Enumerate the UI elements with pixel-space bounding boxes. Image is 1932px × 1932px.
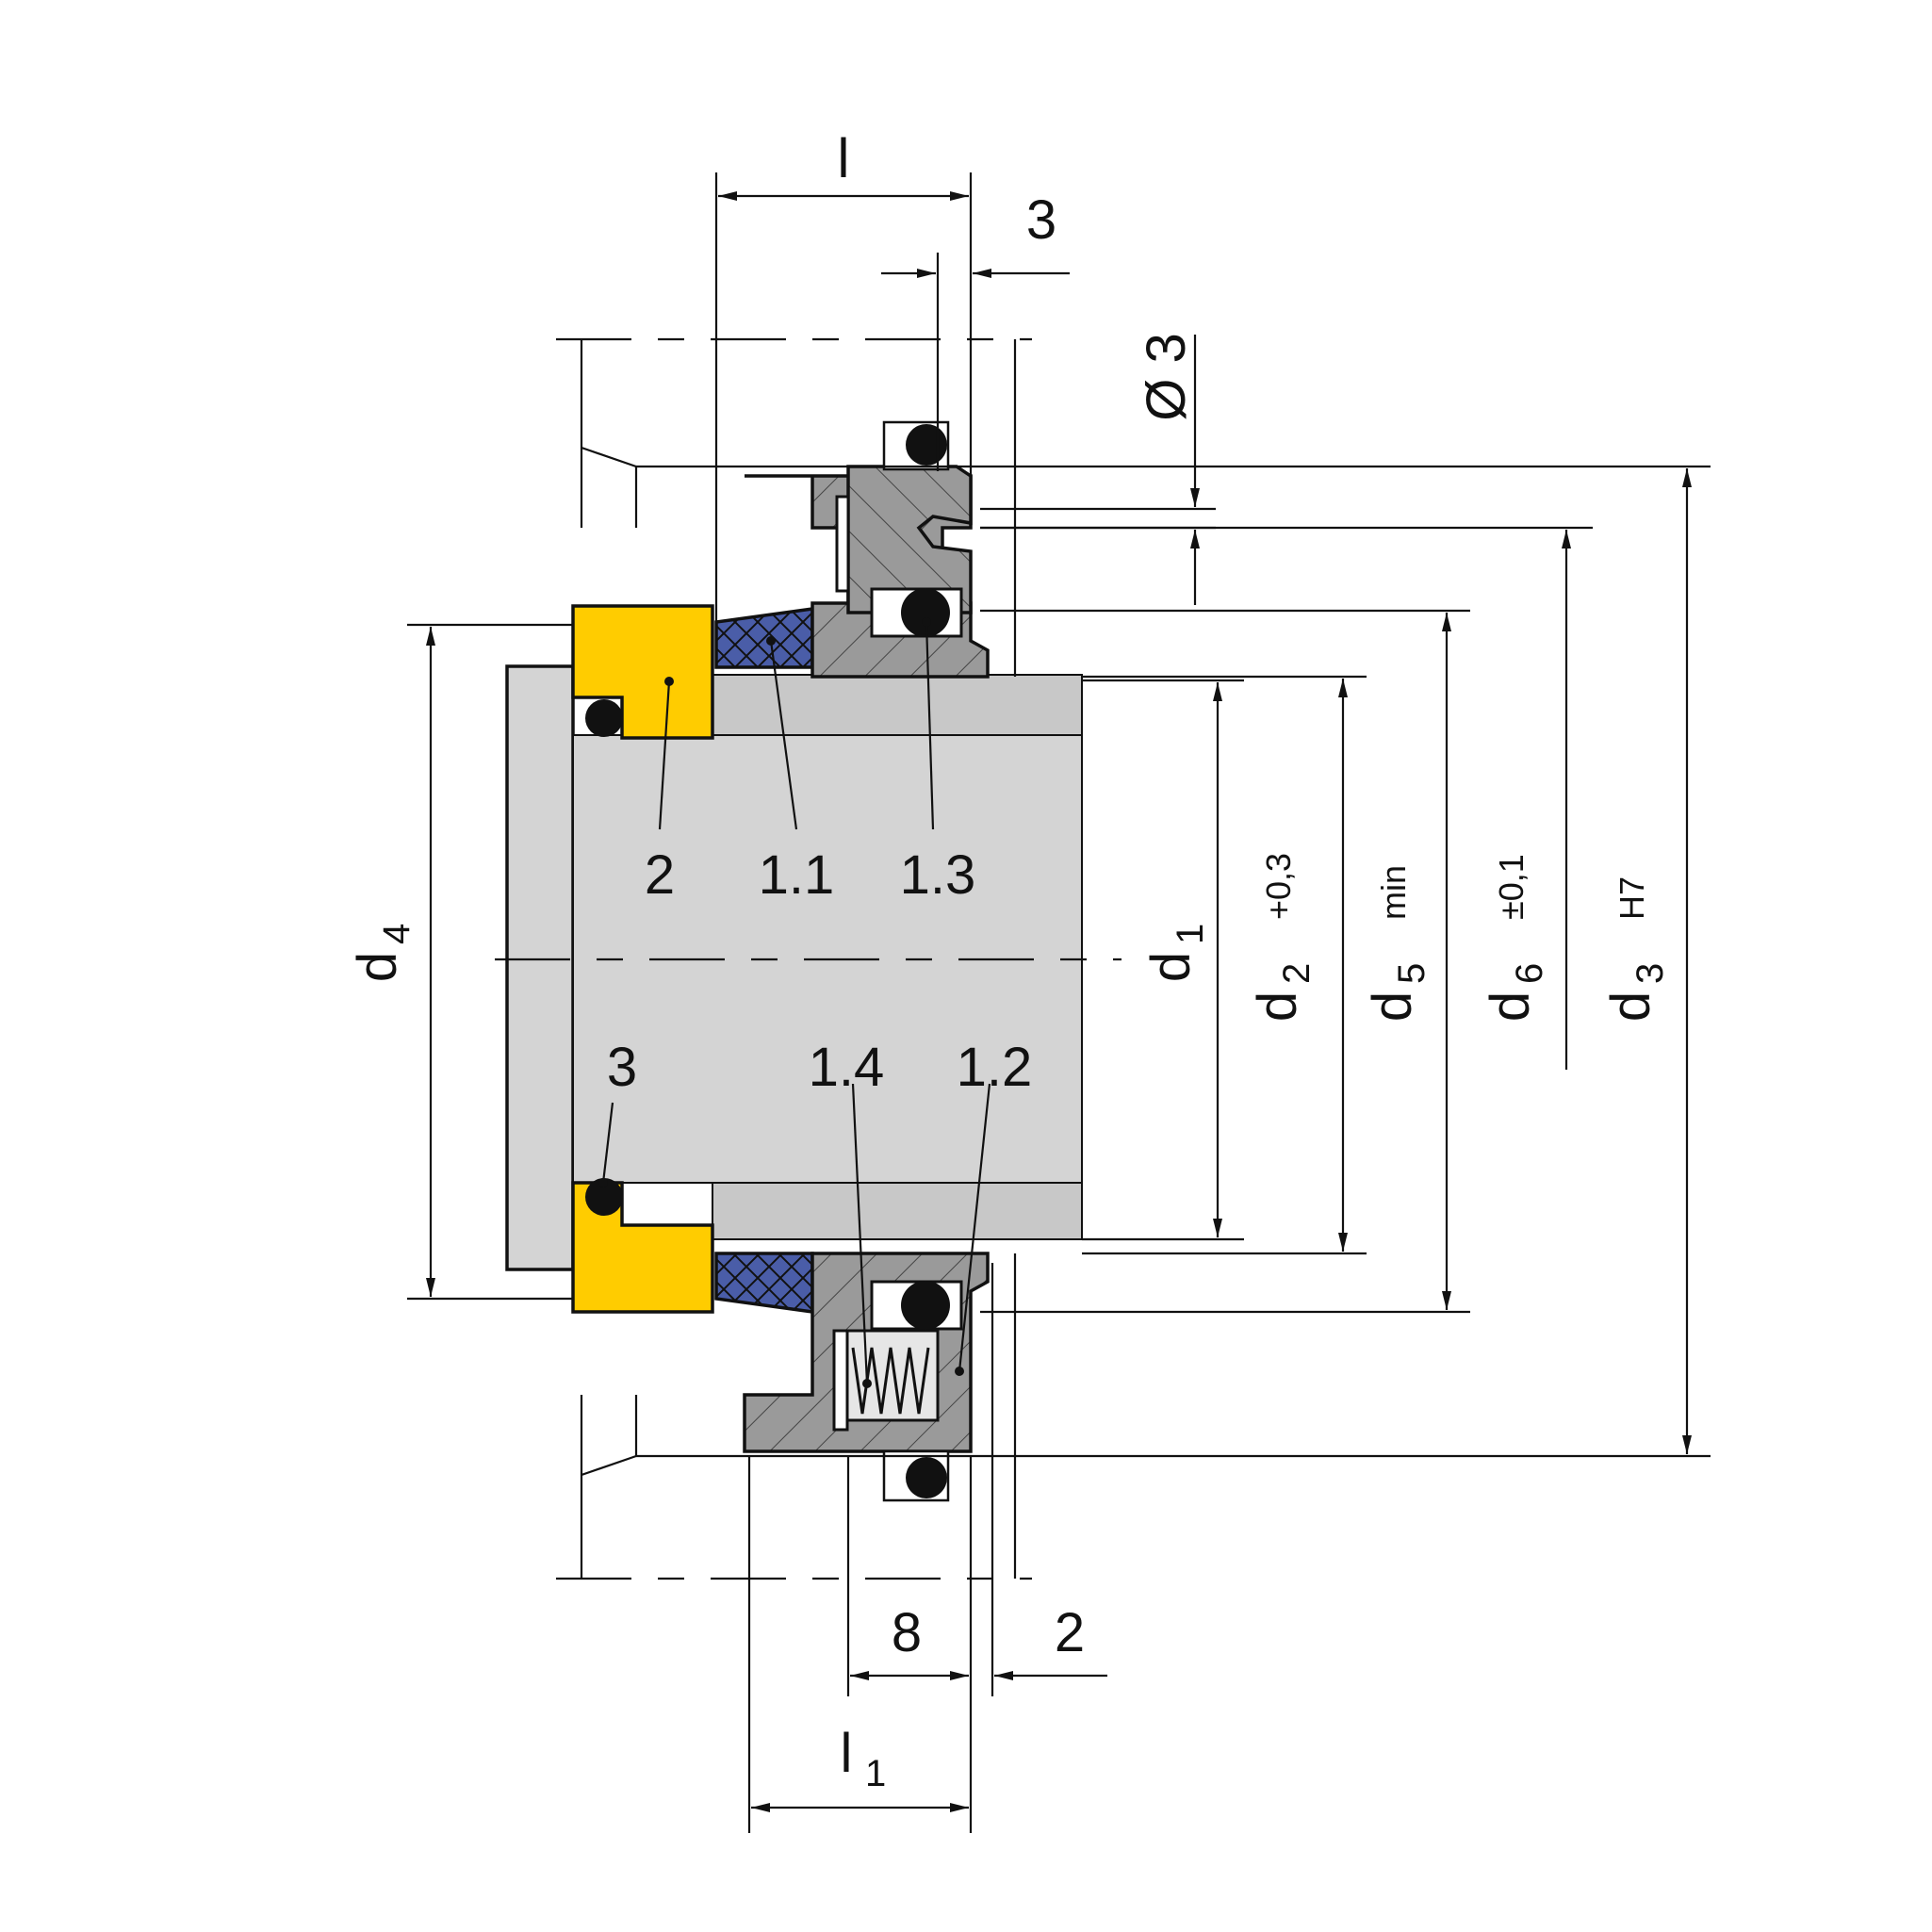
dim-label-l: l [838, 128, 850, 189]
dim-label-d5: d 5 min [1362, 865, 1433, 1022]
part-label-1-2: 1.2 [957, 1037, 1033, 1098]
svg-text:min: min [1374, 865, 1413, 920]
svg-text:d: d [1140, 952, 1202, 982]
packing-part-1-1 [714, 606, 814, 1315]
part-leaders [598, 617, 991, 1388]
part-label-3: 3 [607, 1037, 637, 1098]
dimension-l1 [747, 1456, 973, 1833]
svg-text:6: 6 [1509, 963, 1550, 984]
part-label-1-1: 1.1 [759, 844, 835, 906]
diameter-extension-lines [407, 465, 1711, 1458]
svg-text:d: d [1362, 991, 1423, 1022]
svg-text:1: 1 [1170, 924, 1211, 944]
svg-text:d: d [1600, 991, 1662, 1022]
svg-text:H7: H7 [1613, 876, 1651, 920]
dim-label-dia-3: Ø 3 [1136, 333, 1197, 421]
sleeve [712, 674, 1083, 1240]
svg-text:d: d [347, 952, 408, 982]
dim-label-d6: d 6 ±0,1 [1480, 854, 1550, 1022]
dim-label-d3: d 3 H7 [1600, 876, 1671, 1022]
dim-label-l1: l 1 [841, 1723, 887, 1794]
svg-text:3: 3 [1629, 963, 1671, 984]
svg-text:1: 1 [865, 1753, 886, 1794]
svg-text:±0,1: ±0,1 [1492, 854, 1531, 920]
svg-text:2: 2 [1276, 963, 1318, 984]
dimension-top-3 [881, 253, 1070, 471]
part-label-1-4: 1.4 [809, 1037, 885, 1098]
dim-label-d2: d 2 +0,3 [1247, 853, 1318, 1022]
dimension-bottom-2 [991, 1263, 1107, 1696]
dim-label-bottom-8: 8 [892, 1602, 922, 1663]
dim-label-top-3: 3 [1026, 189, 1056, 251]
dimension-bottom-8 [846, 1456, 969, 1696]
svg-text:4: 4 [376, 924, 418, 944]
dim-label-d1: d 1 [1140, 924, 1211, 982]
housing-outline-lines [556, 337, 1032, 1580]
svg-text:d: d [1480, 991, 1541, 1022]
shaft [505, 664, 1083, 1271]
collar-part-2 [571, 604, 714, 1314]
part-label-2: 2 [645, 844, 675, 906]
svg-text:+0,3: +0,3 [1259, 853, 1298, 920]
dim-label-bottom-2: 2 [1055, 1602, 1085, 1663]
dim-label-d4: d 4 [347, 924, 418, 982]
part-label-1-3: 1.3 [900, 844, 976, 906]
dimension-l [714, 172, 973, 664]
svg-text:l: l [841, 1723, 853, 1784]
svg-text:d: d [1247, 991, 1308, 1022]
svg-text:5: 5 [1391, 963, 1433, 984]
